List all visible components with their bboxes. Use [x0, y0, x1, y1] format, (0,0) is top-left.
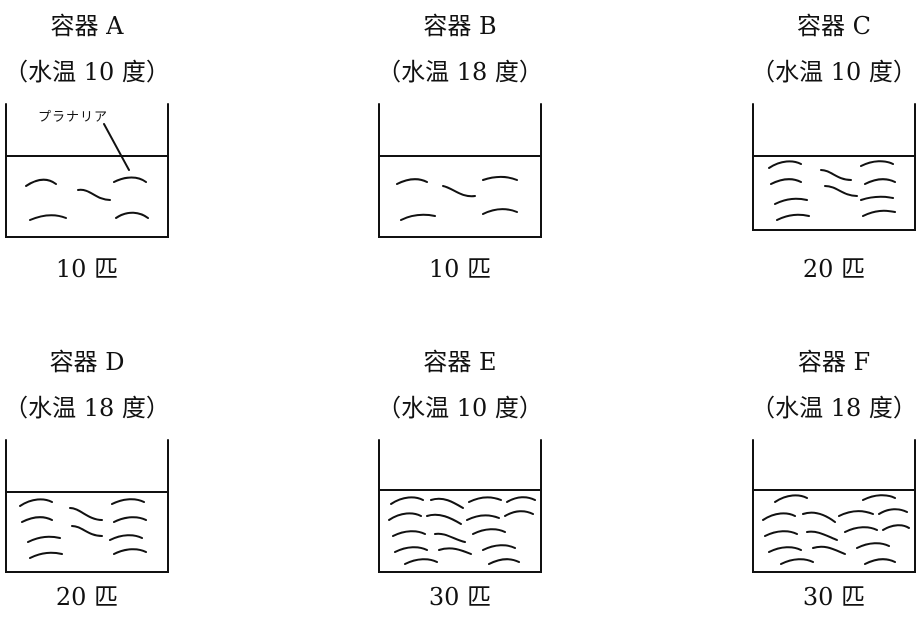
- beaker-outline: [752, 439, 916, 573]
- planarian: [29, 551, 63, 559]
- planarian: [392, 530, 426, 537]
- leader-line: [103, 123, 130, 171]
- planarian: [844, 526, 878, 533]
- planarian: [764, 530, 798, 537]
- container-e-count: 30 匹: [428, 583, 492, 611]
- planarian: [25, 178, 57, 187]
- beaker-outline: [5, 103, 169, 238]
- planarian: [812, 545, 846, 555]
- container-d-count: 20 匹: [55, 583, 119, 611]
- container-a-beaker: [5, 103, 169, 238]
- container-a-label: 容器 A: [50, 12, 124, 40]
- planarian: [482, 544, 516, 551]
- container-b-count: 10 匹: [428, 255, 492, 283]
- planarian: [780, 558, 814, 565]
- planarian: [388, 512, 422, 521]
- planarian: [111, 498, 145, 505]
- planarian: [394, 546, 428, 553]
- planarian: [109, 534, 143, 541]
- planarian-annotation: プラナリア: [38, 110, 109, 125]
- planarian: [860, 195, 894, 201]
- planarian: [69, 507, 103, 521]
- container-e-temperature: （水温 10 度）: [377, 394, 543, 422]
- planarian: [862, 209, 896, 217]
- planarian: [506, 496, 536, 503]
- planarian: [77, 188, 111, 201]
- planarian: [856, 542, 890, 549]
- planarian: [802, 511, 836, 523]
- planarian: [482, 176, 518, 181]
- container-c-beaker: [752, 103, 916, 231]
- planarian: [768, 160, 802, 169]
- container-d-beaker: [5, 439, 169, 573]
- planarian: [878, 508, 908, 515]
- container-c: 容器 C （水温 10 度） 20 匹: [739, 0, 920, 300]
- planarian: [774, 494, 808, 503]
- container-c-label: 容器 C: [797, 12, 871, 40]
- planarian: [113, 548, 147, 555]
- beaker-outline: [5, 439, 169, 573]
- planarian: [824, 185, 858, 197]
- planarian: [19, 498, 53, 507]
- container-b-label: 容器 B: [423, 12, 497, 40]
- planarian: [820, 169, 852, 181]
- planarian: [29, 214, 67, 221]
- planarian: [882, 524, 910, 531]
- container-a-temperature: （水温 10 度）: [4, 58, 170, 86]
- container-f-label: 容器 F: [797, 348, 871, 376]
- planarian: [115, 211, 149, 219]
- container-b-temperature: （水温 18 度）: [377, 58, 543, 86]
- planarian: [776, 213, 810, 221]
- planarian: [774, 197, 808, 205]
- planarian: [838, 510, 874, 517]
- container-a-count: 10 匹: [55, 255, 119, 283]
- container-f: 容器 F （水温 18 度） 30 匹: [739, 336, 920, 636]
- beaker-outline: [378, 439, 542, 573]
- planarian: [390, 496, 424, 505]
- planarian: [27, 535, 61, 543]
- container-f-temperature: （水温 18 度）: [751, 394, 917, 422]
- container-e: 容器 E （水温 10 度） 30 匹: [365, 336, 555, 636]
- planarian: [770, 178, 802, 185]
- planarian: [860, 160, 894, 167]
- planarian: [71, 525, 103, 537]
- container-d: 容器 D （水温 18 度） 20 匹: [0, 336, 182, 636]
- beaker-outline: [752, 103, 916, 231]
- container-d-temperature: （水温 18 度）: [4, 394, 170, 422]
- container-a: 容器 A （水温 10 度） プラナリア 10 匹: [0, 0, 182, 300]
- container-c-count: 20 匹: [802, 255, 866, 283]
- container-e-beaker: [378, 439, 542, 573]
- planarian: [806, 530, 838, 541]
- planarian: [768, 546, 802, 553]
- planarian: [466, 514, 500, 521]
- container-c-temperature: （水温 10 度）: [751, 58, 917, 86]
- planarian: [426, 513, 462, 525]
- planarian: [404, 558, 438, 565]
- planarian: [762, 512, 796, 521]
- container-b-beaker: [378, 103, 542, 238]
- planarian: [862, 494, 896, 501]
- planarian: [113, 176, 147, 183]
- planarian: [504, 510, 534, 517]
- planarian: [442, 185, 476, 198]
- planarian: [400, 213, 436, 221]
- planarian: [482, 208, 518, 215]
- planarian: [113, 516, 147, 523]
- container-f-count: 30 匹: [802, 583, 866, 611]
- planarian: [864, 558, 896, 565]
- planarian: [864, 178, 896, 185]
- planarian: [430, 497, 464, 509]
- planarian: [396, 178, 428, 185]
- planarian: [438, 547, 472, 555]
- planarian: [434, 532, 466, 543]
- beaker-outline: [378, 103, 542, 238]
- container-b: 容器 B （水温 18 度） 10 匹: [365, 0, 555, 300]
- container-d-label: 容器 D: [49, 348, 125, 376]
- planarian: [472, 528, 506, 535]
- container-f-beaker: [752, 439, 916, 573]
- planarian: [468, 496, 502, 503]
- planarian: [488, 558, 520, 565]
- planarian: [21, 516, 53, 523]
- container-e-label: 容器 E: [423, 348, 497, 376]
